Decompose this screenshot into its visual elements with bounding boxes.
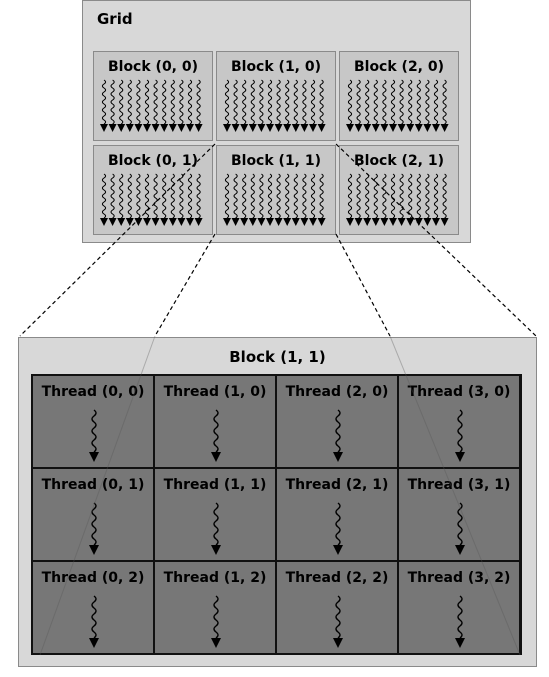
thread-arrow-icon	[89, 502, 99, 555]
thread-cell: Thread (2, 1)	[277, 469, 399, 562]
block-cell: Block (1, 0)	[216, 51, 336, 141]
block-threads-icon	[346, 173, 449, 226]
thread-cell: Thread (0, 1)	[33, 469, 155, 562]
block-threads-icon	[100, 79, 203, 132]
thread-label: Thread (0, 0)	[41, 384, 145, 400]
block-label: Block (1, 1)	[230, 153, 322, 169]
thread-arrow-icon	[211, 595, 221, 648]
block-cell: Block (0, 0)	[93, 51, 213, 141]
block-label: Block (0, 1)	[107, 153, 199, 169]
thread-cell: Thread (1, 1)	[155, 469, 277, 562]
thread-cell: Thread (0, 2)	[33, 562, 155, 655]
block-threads-icon	[223, 79, 326, 132]
thread-cell: Thread (3, 0)	[399, 376, 521, 469]
thread-label: Thread (0, 2)	[41, 570, 145, 586]
thread-cell: Thread (3, 1)	[399, 469, 521, 562]
block-detail-title: Block (1, 1)	[229, 348, 326, 366]
thread-label: Thread (2, 1)	[285, 477, 389, 493]
block-cell: Block (2, 0)	[339, 51, 459, 141]
thread-label: Thread (2, 0)	[285, 384, 389, 400]
block-label: Block (2, 1)	[353, 153, 445, 169]
thread-arrow-icon	[211, 502, 221, 555]
thread-label: Thread (1, 2)	[163, 570, 267, 586]
thread-cell: Thread (3, 2)	[399, 562, 521, 655]
thread-cell: Thread (2, 2)	[277, 562, 399, 655]
block-label: Block (0, 0)	[107, 59, 199, 75]
thread-cell: Thread (1, 2)	[155, 562, 277, 655]
thread-arrow-icon	[333, 595, 343, 648]
block-cell: Block (1, 1)	[216, 145, 336, 235]
block-cell: Block (2, 1)	[339, 145, 459, 235]
thread-cell: Thread (1, 0)	[155, 376, 277, 469]
thread-label: Thread (3, 1)	[407, 477, 511, 493]
block-threads-icon	[346, 79, 449, 132]
block-label: Block (2, 0)	[353, 59, 445, 75]
thread-label: Thread (3, 0)	[407, 384, 511, 400]
thread-cell: Thread (2, 0)	[277, 376, 399, 469]
block-threads-icon	[100, 173, 203, 226]
block-cell: Block (0, 1)	[93, 145, 213, 235]
grid-title: Grid	[97, 10, 133, 28]
thread-arrow-icon	[333, 409, 343, 462]
thread-arrow-icon	[455, 502, 465, 555]
thread-label: Thread (3, 2)	[407, 570, 511, 586]
block-detail-panel: Block (1, 1) Thread (0, 0) Thread (1, 0)…	[18, 337, 537, 667]
block-label: Block (1, 0)	[230, 59, 322, 75]
thread-arrow-icon	[455, 595, 465, 648]
thread-label: Thread (0, 1)	[41, 477, 145, 493]
thread-arrow-icon	[89, 595, 99, 648]
thread-arrow-icon	[455, 409, 465, 462]
thread-table: Thread (0, 0) Thread (1, 0) Thread (2, 0…	[31, 374, 522, 655]
block-threads-icon	[223, 173, 326, 226]
thread-label: Thread (1, 1)	[163, 477, 267, 493]
thread-cell: Thread (0, 0)	[33, 376, 155, 469]
grid-panel: Grid Block (0, 0) Block (1, 0) Block (2,…	[82, 0, 471, 243]
thread-label: Thread (2, 2)	[285, 570, 389, 586]
thread-arrow-icon	[211, 409, 221, 462]
thread-label: Thread (1, 0)	[163, 384, 267, 400]
thread-arrow-icon	[89, 409, 99, 462]
thread-arrow-icon	[333, 502, 343, 555]
